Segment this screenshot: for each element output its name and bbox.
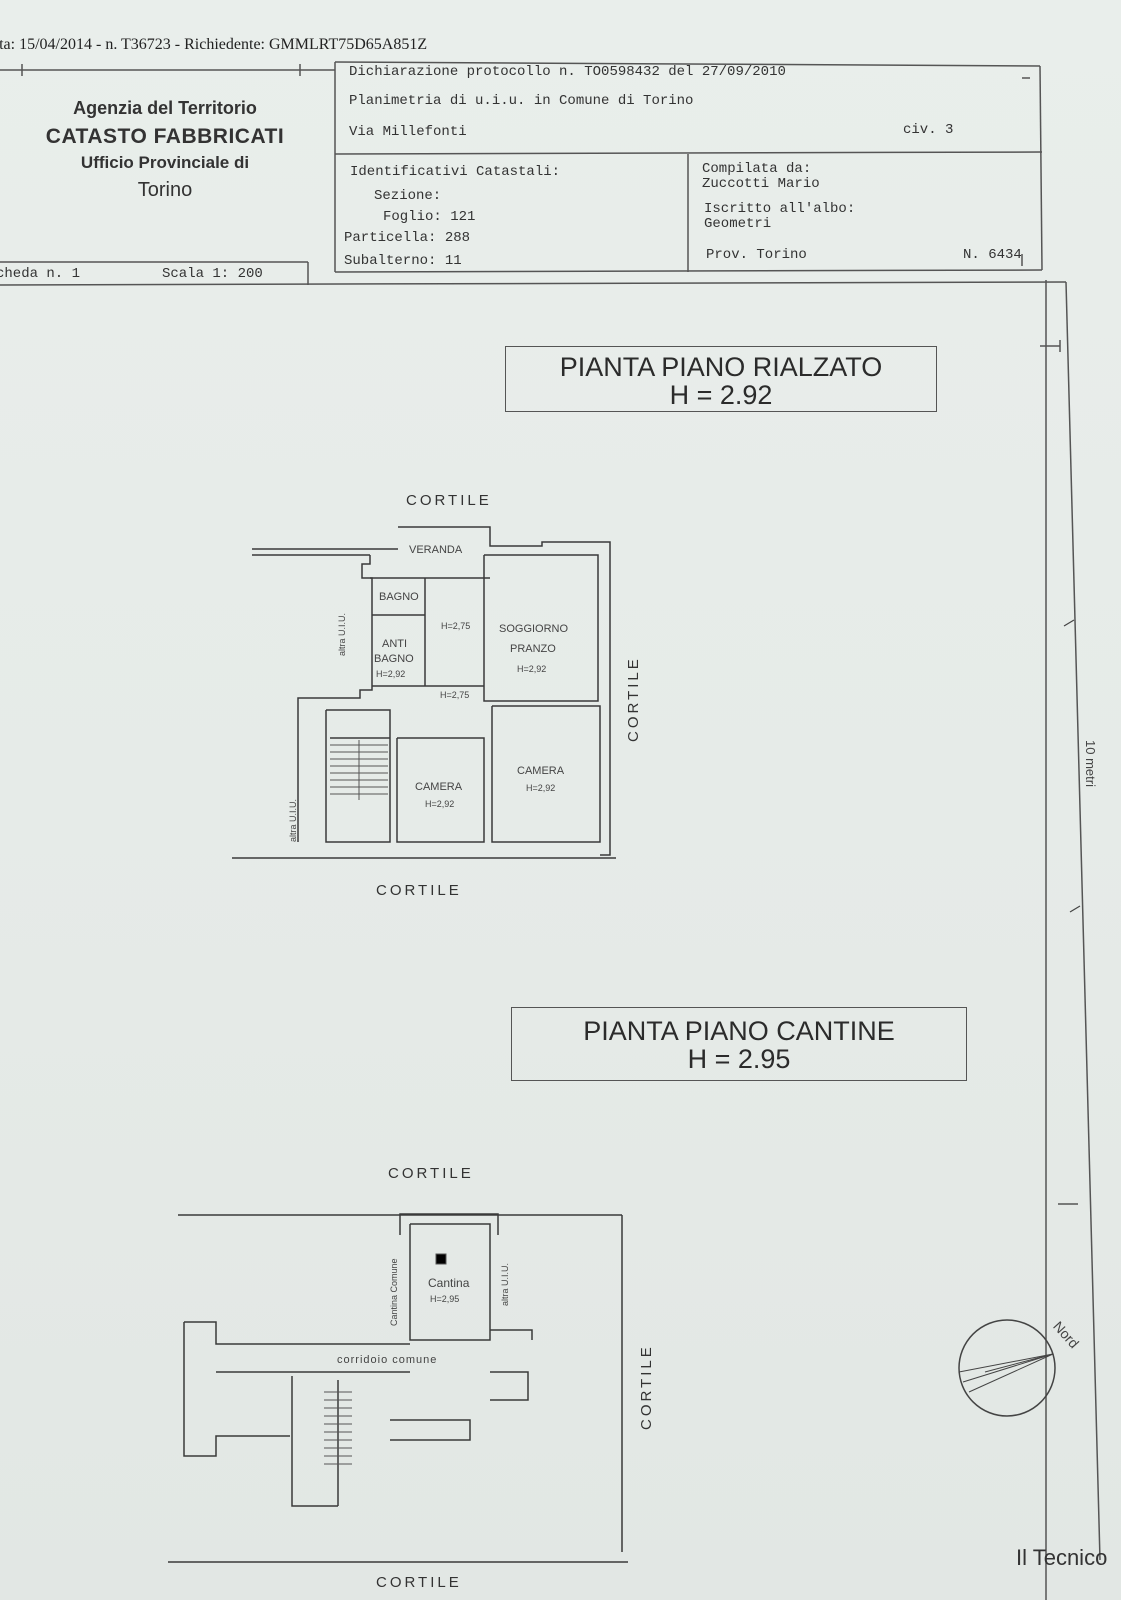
room-bagno: BAGNO xyxy=(379,591,419,603)
agency-block: Agenzia del Territorio CATASTO FABBRICAT… xyxy=(0,98,330,202)
corridor-height-1: H=2,75 xyxy=(441,621,471,631)
identificativi-title: Identificativi Catastali: xyxy=(350,164,561,180)
particella-label: Particella: 288 xyxy=(344,230,471,246)
soggiorno-height: H=2,92 xyxy=(517,664,547,674)
catasto-title: CATASTO FABBRICATI xyxy=(45,125,285,148)
planimetria-label: Planimetria di u.i.u. in Comune di Torin… xyxy=(349,93,694,109)
corridoio-comune-label: corridoio comune xyxy=(337,1354,438,1366)
room-pranzo: PRANZO xyxy=(510,643,556,655)
scheda-label: cheda n. 1 xyxy=(0,266,81,282)
cantine-cortile-right: CORTILE xyxy=(638,1344,655,1430)
agency-name: Agenzia del Territorio xyxy=(73,98,257,118)
compilata-title: Compilata da: xyxy=(702,161,812,177)
foglio-label: Foglio: 121 xyxy=(383,209,476,225)
piano-cantine-title: PIANTA PIANO CANTINE xyxy=(583,1016,895,1046)
title-piano-cantine: PIANTA PIANO CANTINE H = 2.95 xyxy=(511,1007,967,1081)
anti-height: H=2,92 xyxy=(376,669,406,679)
civ-label: civ. 3 xyxy=(903,122,954,138)
scala-label: Scala 1: 200 xyxy=(162,266,263,282)
cantine-cortile-bottom: CORTILE xyxy=(376,1574,462,1591)
camera-1-height: H=2,92 xyxy=(425,799,455,809)
cantina-comune-label: Cantina Comune xyxy=(389,1258,399,1326)
piano-rialzato-height: H = 2.92 xyxy=(669,380,773,411)
cantina-height: H=2,95 xyxy=(430,1294,460,1304)
room-anti-bagno: BAGNO xyxy=(374,653,414,665)
dichiarazione-label: Dichiarazione protocollo n. TO0598432 de… xyxy=(349,64,786,80)
subalterno-label: Subalterno: 11 xyxy=(344,253,462,269)
rialzato-cortile-bottom: CORTILE xyxy=(376,882,462,899)
sezione-label: Sezione: xyxy=(374,188,442,204)
tecnico-label: Il Tecnico xyxy=(1016,1545,1108,1570)
piano-rialzato-title: PIANTA PIANO RIALZATO xyxy=(559,352,883,382)
title-piano-rialzato: PIANTA PIANO RIALZATO H = 2.92 xyxy=(505,346,937,412)
city-label: Torino xyxy=(137,179,193,201)
request-info-line: ata: 15/04/2014 - n. T36723 - Richiedent… xyxy=(0,36,428,53)
cantine-altra-uiu: altra U.I.U. xyxy=(500,1262,510,1306)
corridor-height-2: H=2,75 xyxy=(440,690,470,700)
via-label: Via Millefonti xyxy=(349,124,467,140)
room-camera-1: CAMERA xyxy=(415,781,463,793)
room-veranda: VERANDA xyxy=(409,544,463,556)
prov-label: Prov. Torino xyxy=(706,247,807,263)
room-camera-2: CAMERA xyxy=(517,765,565,777)
cantine-cortile-top: CORTILE xyxy=(388,1165,474,1182)
room-soggiorno: SOGGIORNO xyxy=(499,623,569,635)
compilata-name: Zuccotti Mario xyxy=(702,176,820,192)
room-cantina: Cantina xyxy=(428,1276,470,1290)
iscritto-value: Geometri xyxy=(704,216,772,232)
scale-bar-ticks xyxy=(1063,619,1081,913)
rialzato-cortile-top: CORTILE xyxy=(406,492,492,509)
ufficio-label: Ufficio Provinciale di xyxy=(80,153,250,172)
numero-label: N. 6434 xyxy=(963,247,1022,263)
piano-cantine-height: H = 2.95 xyxy=(687,1044,791,1075)
camera-2-height: H=2,92 xyxy=(526,783,556,793)
north-arrow-icon xyxy=(958,1319,1056,1417)
room-anti-label: ANTI xyxy=(382,638,408,650)
iscritto-title: Iscritto all'albo: xyxy=(704,201,856,217)
